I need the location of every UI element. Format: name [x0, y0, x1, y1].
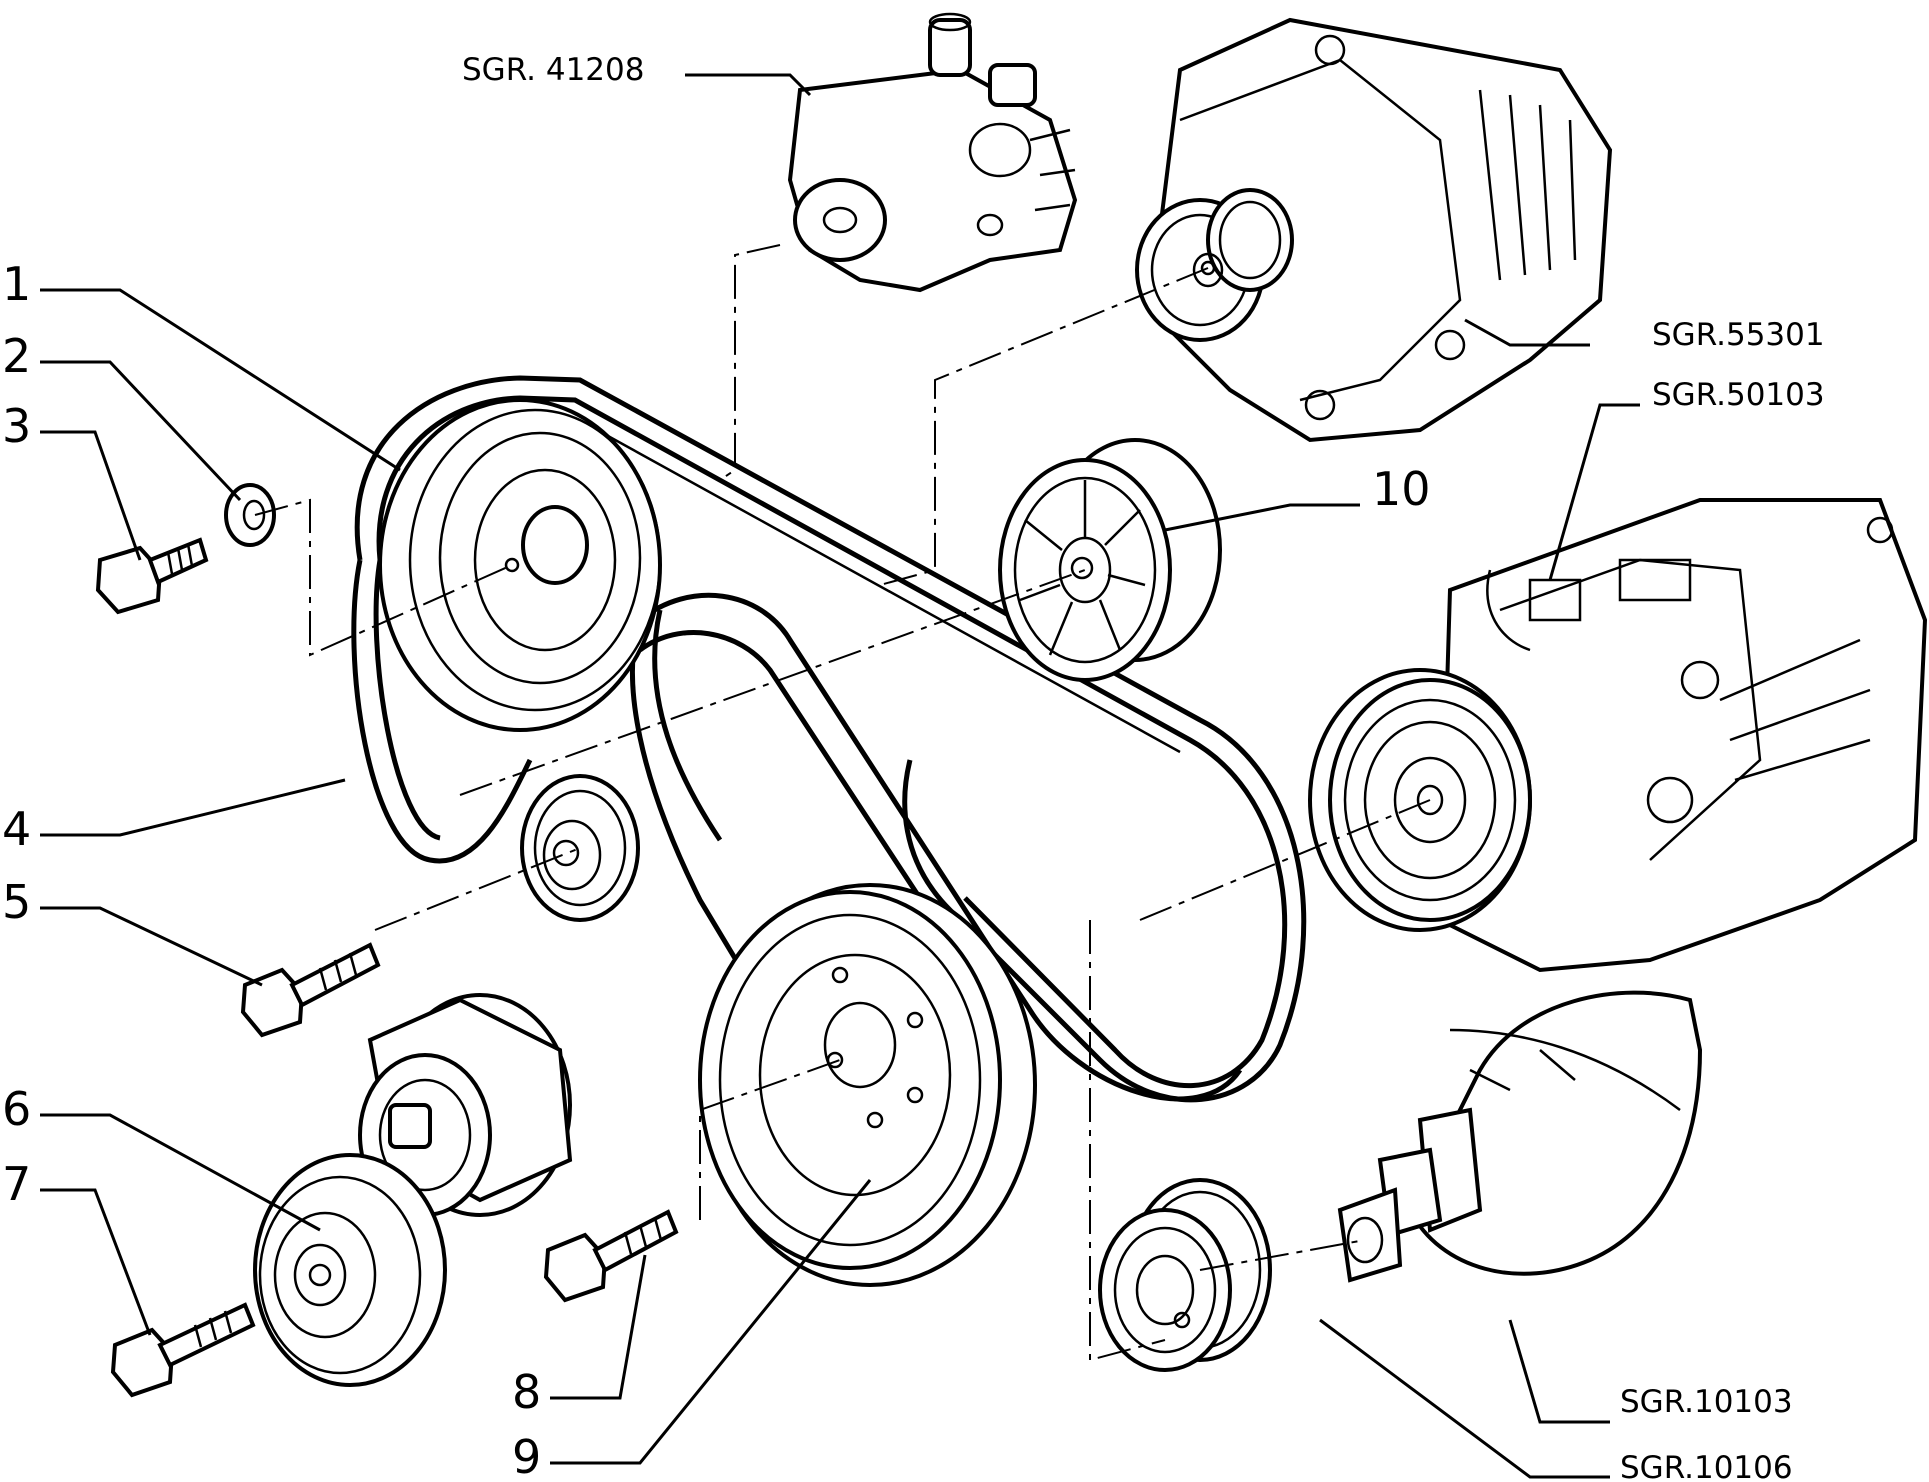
main-pulley: [378, 398, 662, 732]
callout-8: 8: [512, 1365, 541, 1419]
ref-crank-pulley: SGR.10106: [1620, 1450, 1793, 1482]
callout-2: 2: [2, 329, 31, 383]
crank-sprocket-pulley: [1098, 1178, 1272, 1372]
callout-7: 7: [2, 1157, 31, 1211]
bolt-7: [110, 1302, 256, 1398]
ref-power-steering-pump: SGR. 41208: [462, 52, 644, 88]
ref-crankshaft: SGR.10103: [1620, 1384, 1793, 1420]
power-steering-pump: [787, 12, 1078, 293]
tensioner-assembly: [253, 993, 573, 1387]
center-lines: [254, 244, 1431, 1362]
leader-lines: [40, 73, 1640, 1479]
bolt-5: [240, 942, 381, 1038]
belt-secondary: [351, 559, 1243, 1102]
callout-3: 3: [2, 399, 31, 453]
reference-labels: SGR. 41208 SGR.55301 SGR.50103 SGR.10103…: [462, 52, 1825, 1482]
idler-pulley-small: [520, 774, 640, 922]
bolt-3: [95, 537, 209, 615]
crankshaft: [1337, 990, 1703, 1283]
alternator: [1135, 17, 1613, 443]
crank-damper-pulley: [698, 883, 1037, 1287]
bolt-8: [543, 1209, 679, 1303]
ref-ac-compressor: SGR.50103: [1652, 377, 1825, 413]
tensioner-pulley: [998, 438, 1222, 682]
ac-compressor: [1308, 498, 1928, 973]
callout-numbers: 1 2 3 4 5 6 7 8 9 10: [2, 257, 1431, 1482]
callout-1: 1: [2, 257, 31, 311]
callout-4: 4: [2, 802, 31, 856]
callout-6: 6: [2, 1082, 31, 1136]
callout-10: 10: [1372, 462, 1431, 516]
ref-alternator: SGR.55301: [1652, 317, 1825, 353]
callout-5: 5: [2, 875, 31, 929]
callout-9: 9: [512, 1430, 541, 1482]
